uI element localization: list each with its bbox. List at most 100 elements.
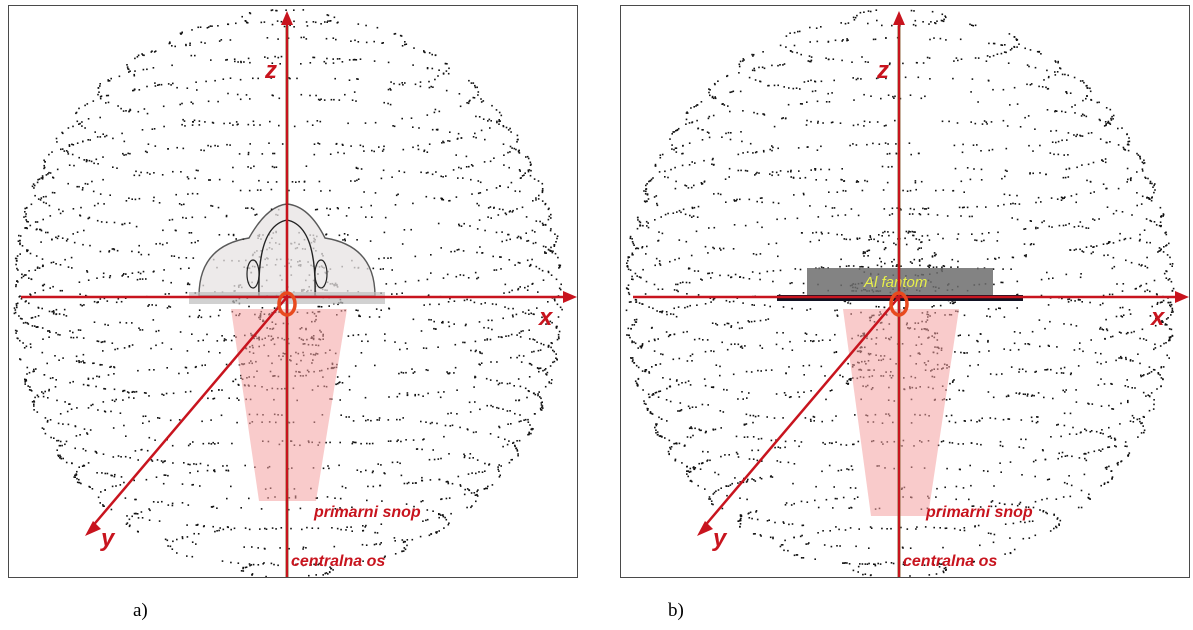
scatter-dot <box>1144 290 1146 293</box>
scatter-dot <box>197 470 199 473</box>
scatter-dot <box>466 298 468 301</box>
scatter-dot <box>985 60 988 62</box>
scatter-dot <box>783 392 786 394</box>
scatter-dot <box>825 398 827 401</box>
scatter-dot <box>707 117 710 120</box>
scatter-dot <box>981 232 984 235</box>
scatter-dot <box>360 352 363 354</box>
scatter-dot <box>634 272 637 275</box>
scatter-dot <box>1099 119 1101 122</box>
scatter-dot <box>960 180 963 183</box>
scatter-dot <box>40 177 43 179</box>
scatter-dot <box>691 353 694 356</box>
scatter-dot <box>1165 318 1168 320</box>
scatter-dot <box>800 53 802 56</box>
scatter-dot <box>414 83 417 86</box>
scatter-dot <box>537 367 540 370</box>
scatter-dot <box>185 257 188 259</box>
scatter-dot <box>733 224 736 226</box>
scatter-dot <box>446 371 448 373</box>
scatter-dot <box>141 129 144 131</box>
scatter-dot <box>131 250 133 253</box>
scatter-dot <box>1096 361 1099 364</box>
scatter-dot <box>1170 336 1172 338</box>
scatter-dot <box>893 97 895 99</box>
scatter-dot <box>761 201 763 204</box>
scatter-dot <box>1033 394 1035 397</box>
scatter-dot <box>1106 206 1109 208</box>
scatter-dot <box>122 110 125 112</box>
scatter-dot <box>389 440 392 442</box>
scatter-dot <box>67 127 70 129</box>
scatter-dot <box>1148 366 1151 368</box>
scatter-dot <box>447 72 450 75</box>
scatter-dot <box>789 282 791 285</box>
scatter-dot <box>649 412 652 414</box>
scatter-dot <box>57 454 59 457</box>
scatter-dot <box>711 96 714 99</box>
scatter-dot <box>1064 196 1066 198</box>
scatter-dot <box>211 506 213 508</box>
scatter-dot <box>551 379 553 381</box>
scatter-dot <box>148 519 151 521</box>
scatter-dot <box>171 64 173 67</box>
scatter-dot <box>458 223 460 226</box>
scatter-dot <box>29 293 31 295</box>
scatter-dot <box>336 207 339 209</box>
scatter-dot <box>1165 277 1168 279</box>
scatter-dot <box>540 402 543 404</box>
scatter-dot <box>187 282 189 284</box>
scatter-dot <box>669 260 671 263</box>
scatter-dot <box>19 358 21 360</box>
scatter-dot <box>812 340 814 343</box>
scatter-dot <box>738 72 740 74</box>
scatter-dot <box>383 257 385 259</box>
scatter-dot <box>708 115 711 118</box>
scatter-dot <box>634 321 637 323</box>
scatter-dot <box>186 176 189 178</box>
scatter-dot <box>164 538 167 541</box>
scatter-dot <box>964 420 966 422</box>
scatter-dot <box>529 338 531 340</box>
scatter-dot <box>75 112 77 115</box>
scatter-dot <box>757 438 760 440</box>
scatter-dot <box>384 555 386 558</box>
scatter-dot <box>711 272 714 274</box>
scatter-dot <box>1034 371 1036 373</box>
scatter-dot <box>740 131 742 133</box>
scatter-dot <box>37 198 40 200</box>
scatter-dot <box>443 527 445 529</box>
scatter-dot <box>103 505 105 507</box>
scatter-dot <box>555 357 557 359</box>
scatter-dot <box>1096 101 1099 104</box>
scatter-dot <box>500 114 503 117</box>
scatter-dot <box>463 222 465 225</box>
scatter-dot <box>387 88 390 91</box>
scatter-dot <box>238 153 241 155</box>
scatter-dot <box>804 332 807 334</box>
scatter-dot <box>36 411 39 413</box>
scatter-dot <box>453 300 456 302</box>
scatter-dot <box>809 418 812 421</box>
scatter-dot <box>23 274 26 276</box>
scatter-dot <box>909 261 912 263</box>
scatter-dot <box>745 423 748 425</box>
scatter-dot <box>25 213 27 215</box>
scatter-dot <box>804 176 807 179</box>
scatter-dot <box>558 264 560 266</box>
scatter-dot <box>800 441 803 443</box>
scatter-dot <box>1139 157 1142 160</box>
scatter-dot <box>213 397 216 400</box>
scatter-dot <box>682 144 684 147</box>
scatter-dot <box>103 203 105 205</box>
scatter-dot <box>54 386 57 388</box>
scatter-dot <box>1008 418 1011 420</box>
scatter-dot <box>1132 360 1134 362</box>
scatter-dot <box>401 45 404 47</box>
scatter-dot <box>425 369 428 371</box>
scatter-dot <box>174 45 176 48</box>
scatter-dot <box>479 408 481 411</box>
scatter-dot <box>679 402 682 404</box>
scatter-dot <box>1119 306 1122 309</box>
scatter-dot <box>109 366 111 368</box>
